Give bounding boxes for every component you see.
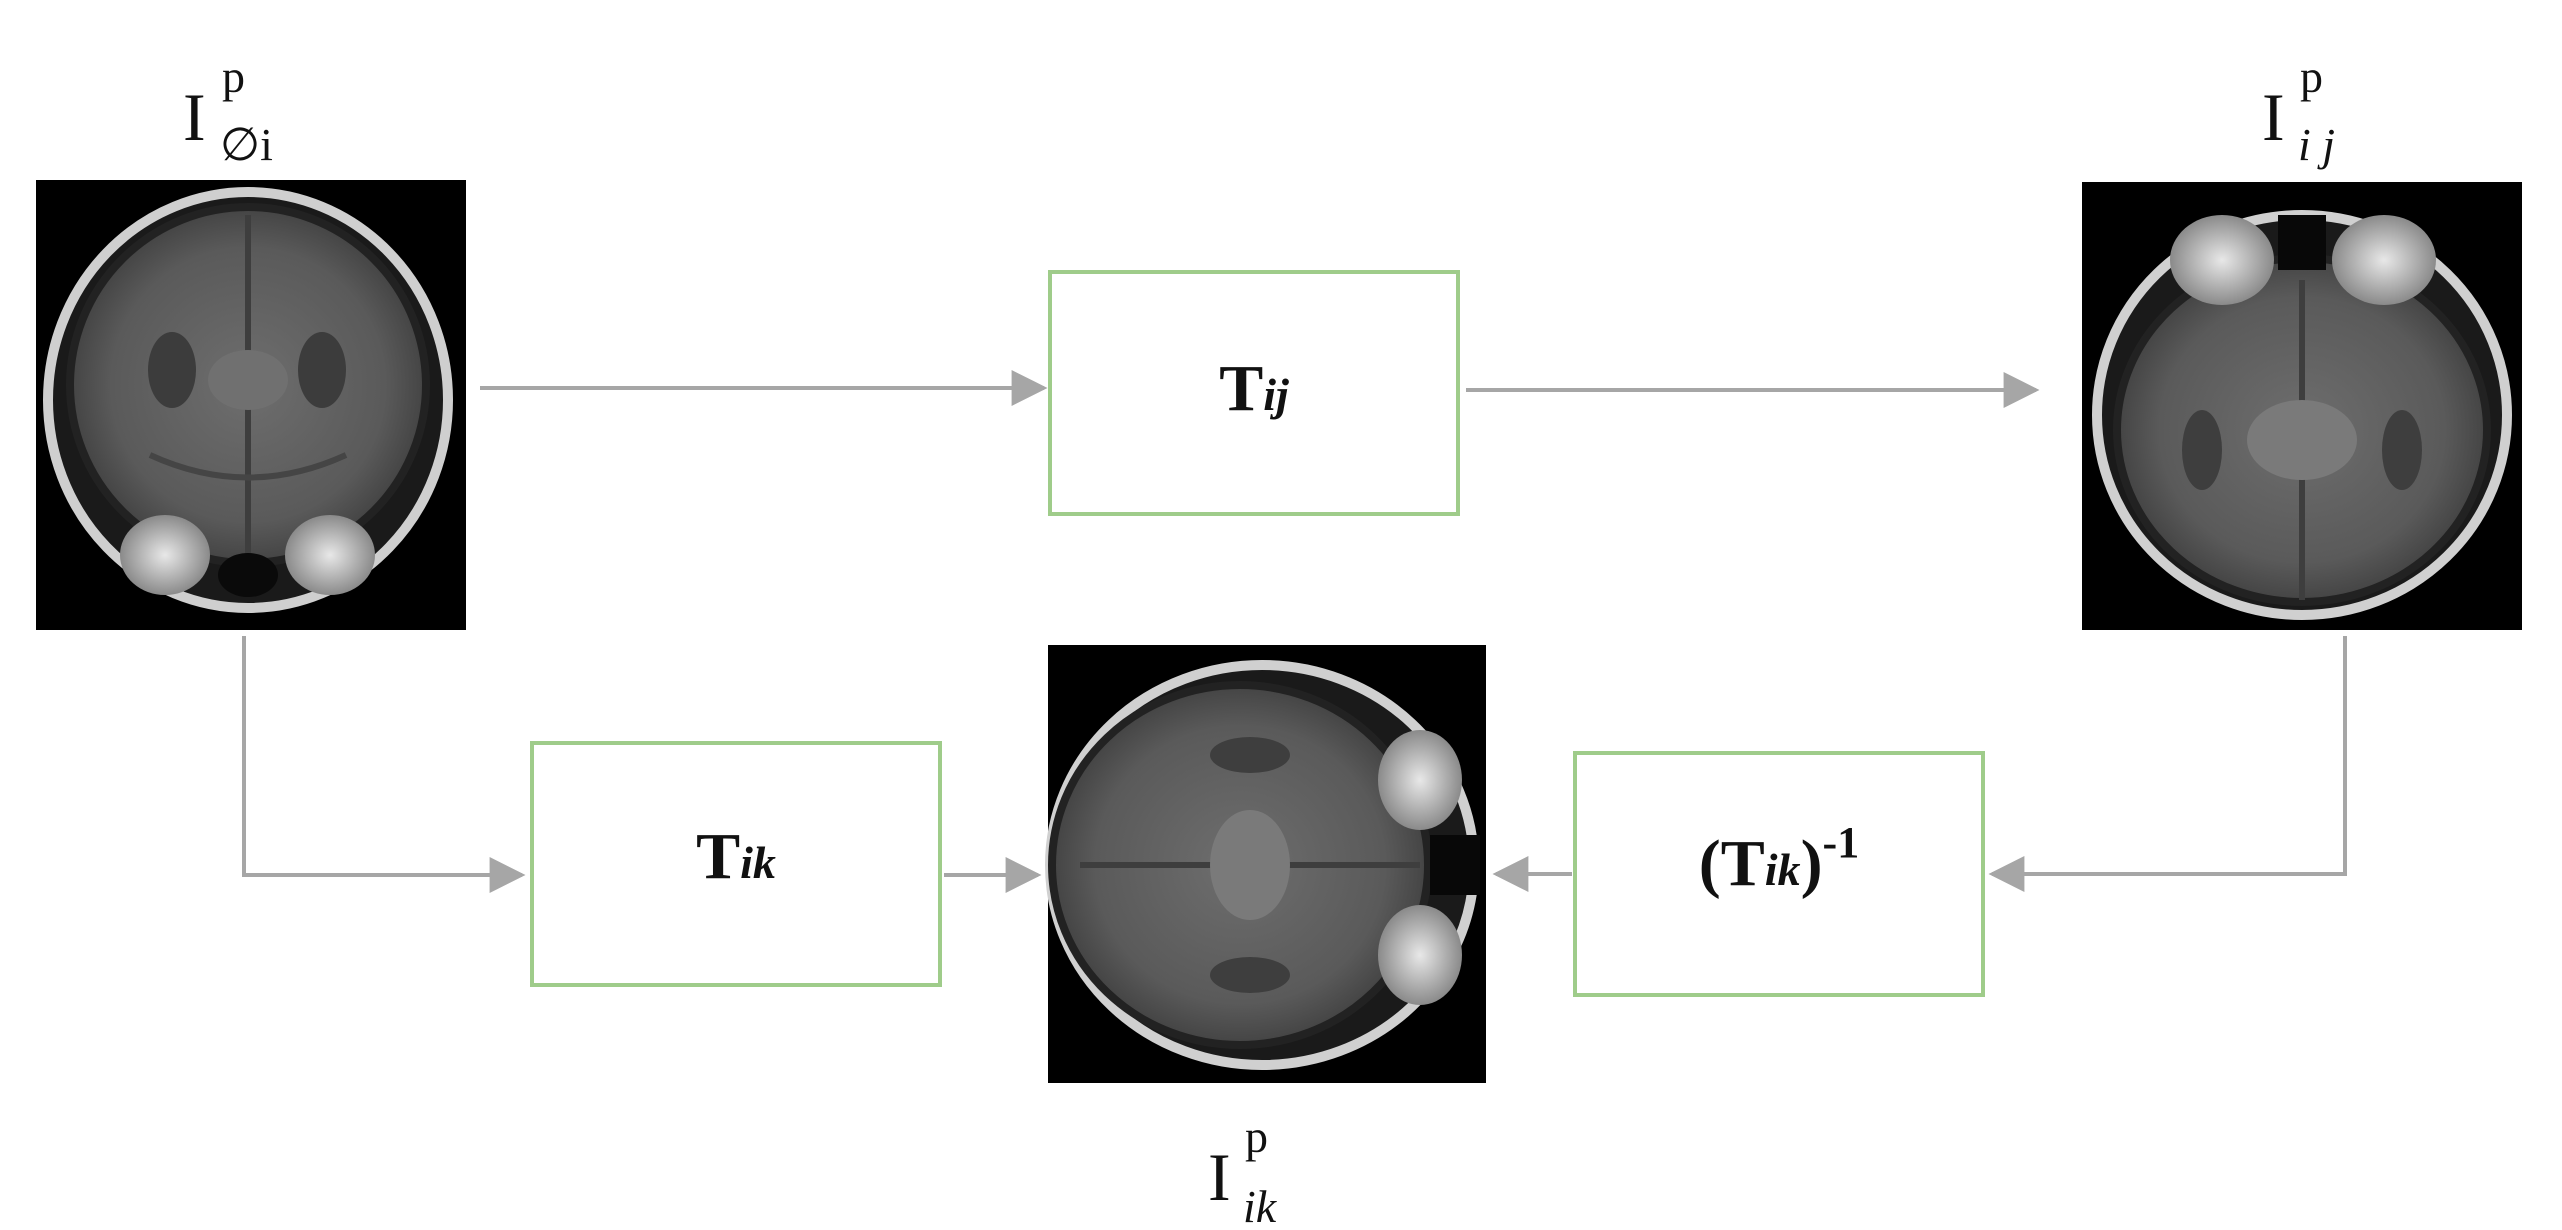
result-ik-label-base: I xyxy=(1208,1139,1231,1215)
source-mri-image xyxy=(36,180,466,630)
svg-text:(Tik)-1: (Tik)-1 xyxy=(1699,818,1859,900)
t-ij-sub: ij xyxy=(1263,369,1289,420)
t-ik-inv-sup: -1 xyxy=(1823,818,1860,867)
t-ik-inv-open: (T xyxy=(1699,827,1765,900)
mri-axial-rotated-scan-icon xyxy=(1045,660,1480,1070)
transform-box-t-ij: Tij xyxy=(1048,270,1460,516)
t-ij-main: T xyxy=(1219,352,1263,425)
arrow-target-to-t-ik-inv xyxy=(1988,636,2347,892)
t-ik-sub: ik xyxy=(740,837,776,888)
arrows xyxy=(242,370,2347,893)
target-ij-label-sub: i j xyxy=(2298,119,2335,170)
svg-text:Tij: Tij xyxy=(1219,352,1289,425)
result-ik-mri-image xyxy=(1045,645,1486,1083)
transform-box-t-ik: Tik xyxy=(530,741,942,987)
mri-coronal-scan-icon xyxy=(43,187,453,613)
svg-text:Tik: Tik xyxy=(696,820,776,893)
t-ik-main: T xyxy=(696,820,740,893)
result-ik-label-sub: ik xyxy=(1243,1181,1278,1230)
target-ij-mri-image xyxy=(2082,182,2522,630)
mri-axial-scan-icon xyxy=(2092,210,2512,620)
source-label-base: I xyxy=(183,79,206,155)
target-ij-label-base: I xyxy=(2262,79,2285,155)
result-ik-label-sup: p xyxy=(1245,1111,1268,1162)
arrow-source-to-t-ik xyxy=(242,636,526,893)
target-ij-label-sup: p xyxy=(2300,51,2323,102)
source-label-sup: p xyxy=(222,51,245,102)
transform-box-t-ik-inverse: (Tik)-1 xyxy=(1573,751,1985,997)
target-ij-label: I p i j xyxy=(2262,51,2335,170)
result-ik-label: I p ik xyxy=(1208,1111,1278,1230)
t-ik-inv-close: ) xyxy=(1801,827,1823,900)
t-ik-inv-sub: ik xyxy=(1765,844,1801,895)
source-label-sub: ∅i xyxy=(220,119,273,170)
source-image-label: I p ∅i xyxy=(183,51,273,170)
